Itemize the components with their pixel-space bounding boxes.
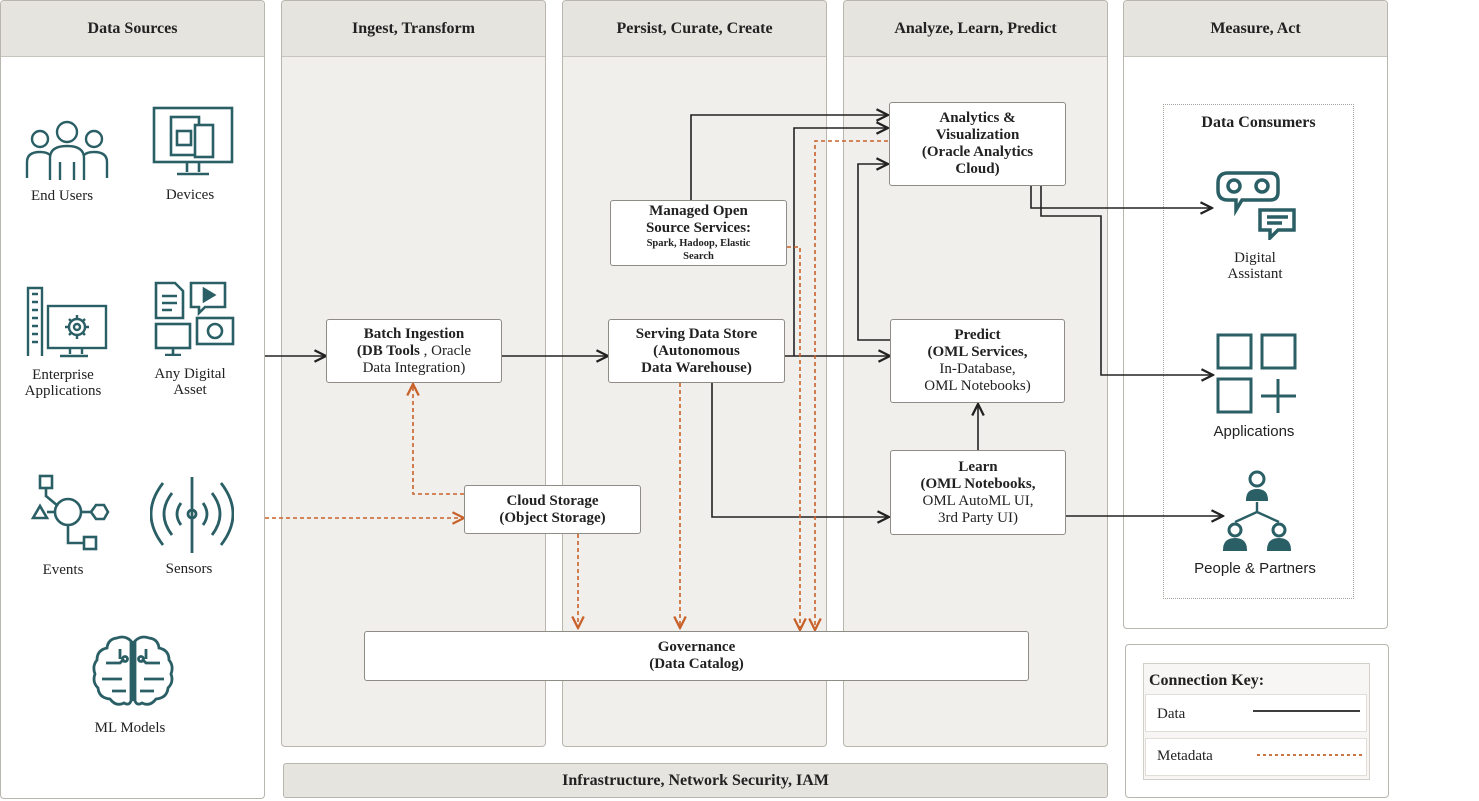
governance-title: Governance	[657, 639, 736, 655]
opensource-to-analytics-line	[690, 115, 888, 200]
serving-line3: Data Warehouse)	[641, 359, 752, 376]
batch-db-tools: (DB Tools	[356, 342, 420, 359]
sensors-label: Sensors	[165, 561, 213, 577]
learn-line2: (OML Notebooks,	[920, 475, 1036, 492]
digital-asset-line2: Asset	[173, 382, 207, 398]
key-metadata-label: Metadata	[1157, 748, 1213, 764]
cloud-storage-title: Cloud Storage	[506, 492, 599, 509]
measure-header: Measure, Act	[1124, 1, 1387, 57]
serving-data-store-box[interactable]: Serving Data Store (Autonomous Data Ware…	[608, 319, 785, 383]
digital-assistant-line2: Assistant	[1227, 266, 1283, 282]
enterprise-label-line1: Enterprise	[32, 367, 94, 383]
governance-subtitle: (Data Catalog)	[649, 656, 744, 672]
digital-assistant-line1: Digital	[1234, 250, 1276, 266]
predict-box[interactable]: Predict (OML Services, In-Database, OML …	[890, 319, 1065, 403]
open-source-line1: Managed Open	[649, 203, 748, 219]
digital-assistant-icon	[1216, 171, 1296, 240]
open-source-line2: Source Services:	[645, 220, 752, 236]
events-label: Events	[42, 562, 84, 578]
ml-models-brain-icon	[92, 635, 174, 706]
predict-title: Predict	[954, 327, 1001, 343]
predict-to-analytics-line	[857, 164, 890, 341]
governance-box[interactable]: Governance (Data Catalog)	[364, 631, 1029, 681]
ml-models-label: ML Models	[94, 720, 166, 736]
batch-line3: Data Integration)	[362, 359, 466, 376]
devices-label: Devices	[165, 187, 215, 203]
analytics-line1: Analytics &	[939, 110, 1016, 126]
infrastructure-bar: Infrastructure, Network Security, IAM	[283, 763, 1108, 798]
batch-oracle: , Oracle	[419, 342, 472, 359]
applications-icon	[1216, 333, 1297, 414]
key-metadata-row	[1145, 738, 1367, 776]
learn-line4: 3rd Party UI)	[938, 509, 1018, 526]
digital-assistant-label: Digital Assistant	[1205, 250, 1305, 282]
events-icon	[30, 474, 110, 551]
serving-to-analytics-line	[793, 128, 888, 356]
key-data-row	[1145, 694, 1367, 732]
applications-label: Applications	[1213, 423, 1295, 440]
opensource-to-governance-line	[787, 246, 800, 630]
analytics-to-governance-line	[815, 140, 888, 630]
cloud-storage-to-batch-line	[413, 384, 464, 495]
data-consumers-title: Data Consumers	[1201, 114, 1316, 131]
analytics-visualization-box[interactable]: Analytics & Visualization (Oracle Analyt…	[889, 102, 1066, 186]
analytics-to-applications-line	[1040, 186, 1213, 375]
serving-line2: (Autonomous	[653, 342, 740, 359]
predict-line4: OML Notebooks)	[924, 378, 1031, 394]
cloud-storage-box[interactable]: Cloud Storage (Object Storage)	[464, 485, 641, 534]
managed-open-source-box[interactable]: Managed Open Source Services: Spark, Had…	[610, 200, 787, 266]
predict-line3: In-Database,	[939, 361, 1016, 377]
serving-to-learn-line	[711, 383, 889, 517]
analytics-line3: (Oracle Analytics	[921, 144, 1034, 160]
open-source-line3: Spark, Hadoop, Elastic	[646, 238, 751, 249]
analyze-header: Analyze, Learn, Predict	[844, 1, 1107, 57]
learn-title: Learn	[958, 458, 998, 475]
persist-header: Persist, Curate, Create	[563, 1, 826, 57]
ingest-header: Ingest, Transform	[282, 1, 545, 57]
digital-asset-line1: Any Digital	[154, 366, 226, 382]
analytics-line2: Visualization	[935, 127, 1020, 143]
connection-key-title: Connection Key:	[1149, 672, 1265, 689]
analytics-line4: Cloud)	[955, 161, 1000, 177]
digital-asset-icon	[154, 281, 235, 356]
end-users-icon	[25, 120, 109, 180]
cloud-storage-subtitle: (Object Storage)	[499, 509, 606, 526]
devices-icon	[152, 106, 234, 176]
batch-title: Batch Ingestion	[363, 325, 465, 342]
enterprise-label-line2: Applications	[24, 383, 102, 399]
sensors-icon	[150, 477, 234, 553]
data-sources-header: Data Sources	[1, 1, 264, 57]
people-partners-label: People & Partners	[1194, 560, 1316, 577]
end-users-label: End Users	[30, 188, 94, 204]
batch-ingestion-box[interactable]: Batch Ingestion (DB Tools , Oracle Data …	[326, 319, 502, 383]
enterprise-applications-icon	[26, 286, 108, 358]
people-partners-icon	[1222, 470, 1292, 551]
learn-box[interactable]: Learn (OML Notebooks, OML AutoML UI, 3rd…	[890, 450, 1066, 535]
analytics-to-assistant-line	[1030, 186, 1212, 208]
key-data-label: Data	[1157, 706, 1186, 722]
learn-line3: OML AutoML UI,	[922, 492, 1034, 509]
serving-title: Serving Data Store	[635, 325, 758, 342]
enterprise-applications-label: Enterprise Applications	[8, 367, 118, 399]
digital-asset-label: Any Digital Asset	[140, 366, 240, 398]
open-source-line4: Search	[683, 251, 714, 262]
predict-line2: (OML Services,	[927, 344, 1028, 360]
data-consumers-panel	[1163, 104, 1354, 599]
